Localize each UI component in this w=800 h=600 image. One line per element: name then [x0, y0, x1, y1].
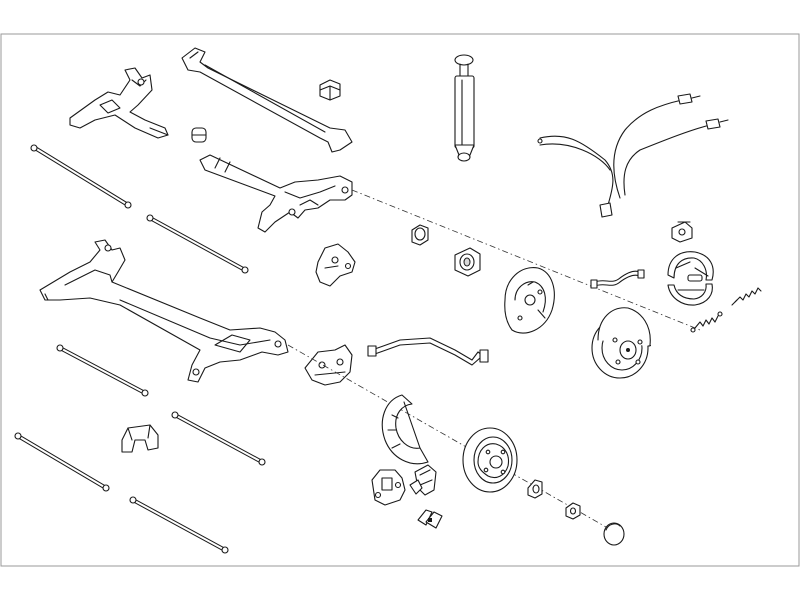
dust-shield	[381, 394, 429, 465]
brake-pads	[417, 509, 443, 529]
axle-nut	[565, 502, 581, 520]
adjuster-spring	[731, 287, 762, 306]
stub-axle	[409, 479, 423, 495]
panhard-rod	[181, 47, 353, 153]
return-spring	[690, 311, 723, 333]
wheel-bearing	[527, 479, 543, 499]
brake-backing-plate	[504, 267, 555, 334]
assembly-axis-lines	[287, 189, 701, 536]
brake-shoe-set	[667, 251, 714, 306]
brake-pipe	[367, 337, 489, 366]
brake-disc	[462, 427, 518, 493]
caliper-bracket	[304, 243, 356, 386]
hub-cap	[603, 522, 625, 546]
shock-absorber	[454, 54, 475, 162]
rear-axle-beam-lower	[39, 239, 289, 383]
wheel-cylinder	[671, 221, 693, 243]
brake-hose	[590, 269, 645, 289]
handbrake-cable	[537, 93, 729, 218]
bushing	[191, 79, 341, 143]
tie-rod	[14, 144, 266, 554]
bushing	[121, 424, 159, 453]
brake-drum	[591, 307, 652, 379]
bushing	[411, 224, 481, 277]
rear-axle-beam-upper	[69, 67, 169, 139]
diagram-frame	[0, 33, 800, 567]
trailing-arm	[199, 154, 353, 233]
brake-caliper	[371, 464, 437, 506]
